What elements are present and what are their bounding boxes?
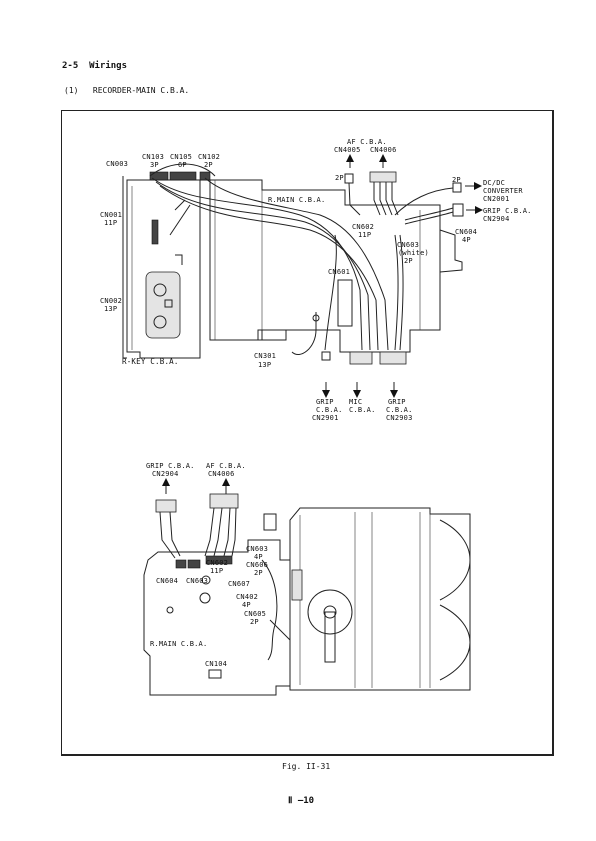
bottom-cn603b-label: CN603 [186, 577, 209, 585]
bottom-cn607-label: CN607 [228, 580, 251, 588]
left-2p-label: 2P [335, 174, 344, 182]
grip-right-label-2: CN2904 [483, 215, 510, 223]
bottom-af-cba-label: AF C.B.A. [206, 462, 246, 470]
cn102-label: CN102 [198, 153, 221, 161]
mic-connector [349, 351, 373, 365]
bottom-af-cn-label: CN4006 [208, 470, 235, 478]
grip-br-label-2: C.B.A. [386, 406, 413, 414]
cn002-label: CN002 [100, 297, 123, 305]
grip-br-connector [379, 351, 407, 365]
dcdc-2p-connector [452, 182, 462, 193]
bottom-grip-cn-label: CN2904 [152, 470, 179, 478]
grip-br-label-1: GRIP [388, 398, 406, 406]
af-2p-connector [344, 173, 354, 184]
deck-mechanism [289, 507, 471, 691]
figure-frame [61, 110, 554, 756]
cn104-connector [208, 669, 222, 679]
grip-bl-label-3: CN2901 [312, 414, 339, 422]
bottom-cn603-pins-label: 4P [254, 553, 263, 561]
bottom-diagram [143, 478, 471, 696]
subsection-heading: (1) RECORDER-MAIN C.B.A. [64, 86, 190, 95]
top-cn4006-label: CN4006 [370, 146, 397, 154]
cn103-pins-label: 3P [150, 161, 159, 169]
top-cn4005-label: CN4005 [334, 146, 361, 154]
top-rmain-cba-label: R.MAIN C.B.A. [268, 196, 326, 204]
cn105-label: CN105 [170, 153, 193, 161]
bottom-cn603-label: CN603 [246, 545, 269, 553]
cn105-pins-label: 6P [178, 161, 187, 169]
rkey-switch-block [145, 271, 181, 339]
top-cn604-pins-label: 4P [462, 236, 471, 244]
grip-bl-label-1: GRIP [316, 398, 334, 406]
page-number: Ⅱ —10 [288, 796, 315, 806]
cn4006-connector [369, 171, 397, 183]
top-diagram [122, 154, 483, 398]
bottom-cn606-label: CN606 [246, 561, 269, 569]
cn301-connector [257, 329, 287, 341]
cn602-bottom-connector [205, 555, 233, 565]
bottom-cn605-pins-label: 2P [250, 618, 259, 626]
cn103-label: CN103 [142, 153, 165, 161]
bottom-cn402-label: CN402 [236, 593, 259, 601]
cn603b-connector [187, 559, 201, 569]
figure-caption: Fig. II-31 [282, 762, 331, 771]
grip-br-label-3: CN2903 [386, 414, 413, 422]
top-cn603-note: (white) [398, 249, 429, 257]
rkey-cba-label: R-KEY C.B.A. [122, 357, 179, 366]
top-cn603-pins-label: 2P [404, 257, 413, 265]
cn601-label: CN601 [328, 268, 351, 276]
cn301-pins-label: 13P [258, 361, 272, 369]
right-2p-label: 2P [452, 176, 461, 184]
bottom-grip-cba-label: GRIP C.B.A. [146, 462, 195, 470]
top-cn602-label: CN602 [352, 223, 375, 231]
grip-right-connector [452, 203, 464, 217]
dcdc-label-3: CN2001 [483, 195, 510, 203]
top-af-cba-label: AF C.B.A. [347, 138, 387, 146]
bottom-cn604-label: CN604 [156, 577, 179, 585]
bottom-cn606-pins-label: 2P [254, 569, 263, 577]
cn001-pins-label: 11P [104, 219, 118, 227]
bottom-cn104-label: CN104 [205, 660, 228, 668]
mic-label-2: C.B.A. [349, 406, 376, 414]
cn102-pins-label: 2P [204, 161, 213, 169]
top-cn603-label: CN603 [397, 241, 420, 249]
cn601-connector [337, 279, 353, 327]
bottom-cn402-pins-label: 4P [242, 601, 251, 609]
grip-bl-label-2: C.B.A. [316, 406, 343, 414]
grip-right-label-1: GRIP C.B.A. [483, 207, 532, 215]
bottom-cn602-label: CN602 [206, 559, 229, 567]
cn102-connector [199, 171, 211, 181]
cn002-pins-label: 13P [104, 305, 118, 313]
grip-bl-connector [321, 351, 331, 361]
dcdc-label-1: DC/DC [483, 179, 506, 187]
dcdc-label-2: CONVERTER [483, 187, 523, 195]
cn001-label: CN001 [100, 211, 123, 219]
bottom-cn602-pins-label: 11P [210, 567, 224, 575]
cn003-label: CN003 [106, 160, 129, 168]
rmain-board [200, 179, 441, 353]
bottom-cn605-label: CN605 [244, 610, 267, 618]
bottom-rmain-cba-label: R.MAIN C.B.A. [150, 640, 208, 648]
section-heading: 2-5 Wirings [62, 61, 128, 71]
mic-label-1: MIC [349, 398, 363, 406]
top-cn604-label: CN604 [455, 228, 478, 236]
grip-cn2904-connector [155, 499, 177, 513]
cn105-connector [169, 171, 197, 181]
af-cn4006-connector [209, 493, 239, 509]
cn301-label: CN301 [254, 352, 277, 360]
top-cn602-pins-label: 11P [358, 231, 372, 239]
cn604-connector [175, 559, 187, 569]
